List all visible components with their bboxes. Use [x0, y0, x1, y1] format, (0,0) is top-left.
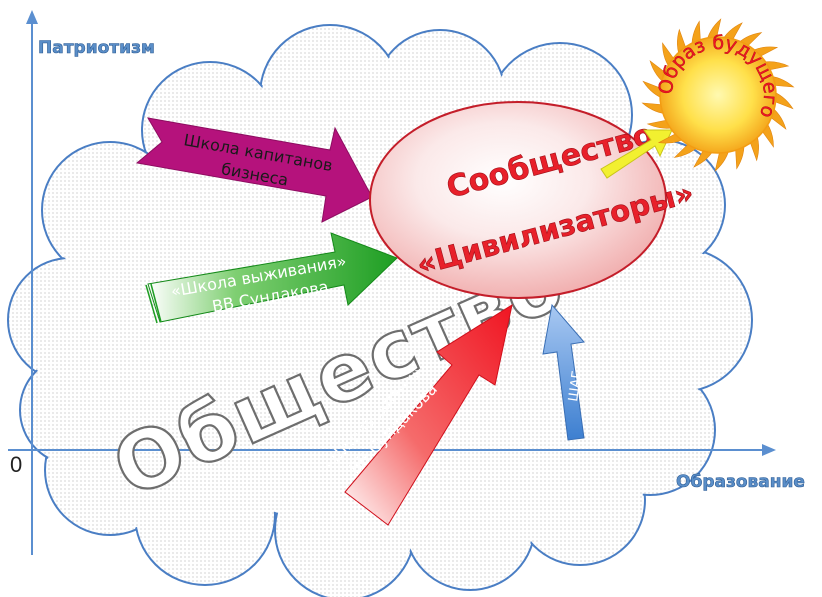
business-school-arrow: Школа капитанов бизнеса	[135, 117, 373, 223]
y-axis-label: Патриотизм	[38, 38, 155, 59]
sun: Образ будущего	[641, 18, 795, 172]
x-axis-label: Образование	[676, 472, 806, 493]
step-label: ШАГ	[566, 370, 585, 403]
step-arrow: ШАГ	[542, 303, 585, 441]
y-axis-arrowhead	[26, 10, 38, 24]
origin-label: 0	[10, 452, 23, 477]
x-axis-arrowhead	[762, 444, 776, 456]
